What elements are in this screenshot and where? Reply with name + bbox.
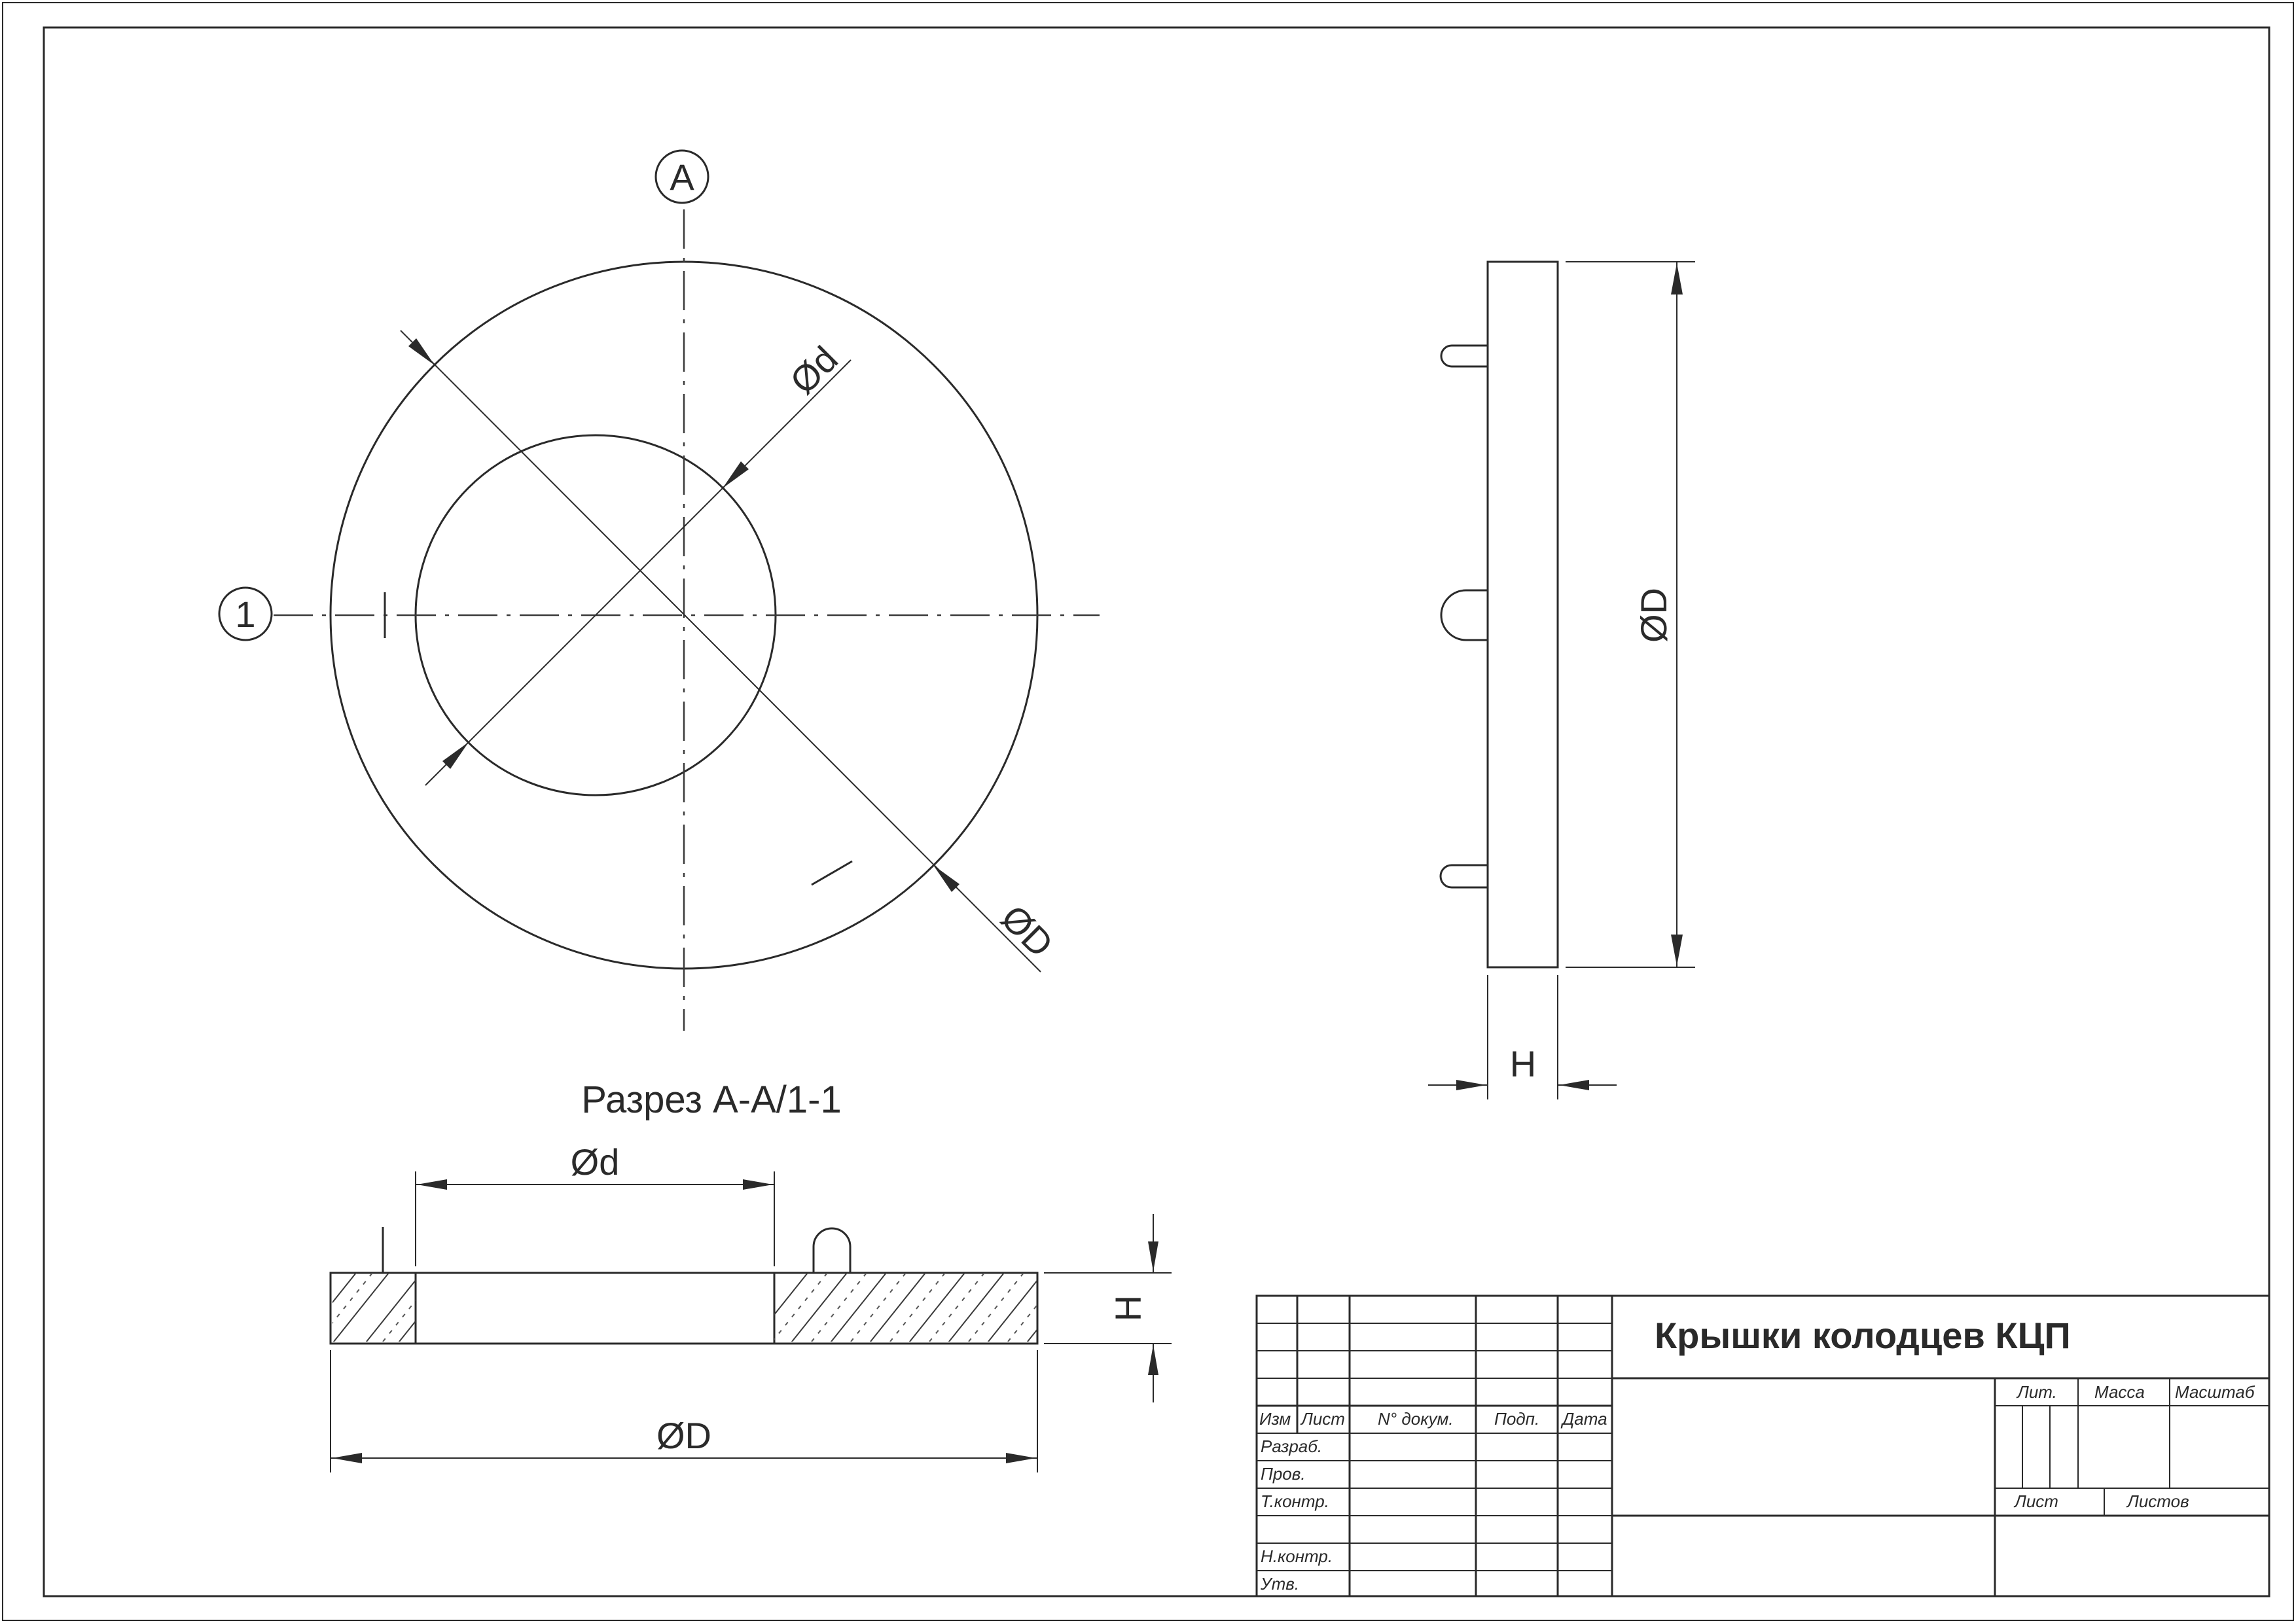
marker-1-circle bbox=[218, 586, 273, 641]
dim-height-label: H bbox=[1510, 1043, 1536, 1084]
dim-outer-arrow-bottom bbox=[933, 865, 960, 892]
plan-view: A 1 ØD Ød bbox=[218, 149, 1100, 1031]
dim-outer-line bbox=[400, 330, 1041, 972]
row-nkontr: Н.контр. bbox=[1261, 1546, 1333, 1566]
dim-inner-arrow-top bbox=[723, 461, 749, 488]
dim-outer-label: ØD bbox=[656, 1415, 711, 1456]
label-masshtab: Масштаб bbox=[2175, 1382, 2255, 1402]
dim-height-arrow-bottom bbox=[1148, 1345, 1158, 1375]
title-block: Крышки колодцев КЦП Изм Лист N° докум. П… bbox=[1255, 1294, 2270, 1597]
side-lug-top bbox=[1440, 344, 1488, 368]
dim-inner-arrow-left bbox=[417, 1179, 447, 1190]
col-izm: Изм bbox=[1259, 1409, 1291, 1429]
label-listov: Листов bbox=[2126, 1491, 2189, 1511]
hatch-left bbox=[332, 1273, 416, 1342]
dim-outer-arrow-left bbox=[332, 1453, 362, 1463]
col-sign: Подп. bbox=[1494, 1409, 1539, 1429]
dim-inner-label: Ød bbox=[571, 1141, 620, 1183]
side-lug-bottom bbox=[1439, 864, 1488, 889]
dim-inner-arrow-right bbox=[743, 1179, 773, 1190]
dim-height-arrow-right bbox=[1559, 1080, 1589, 1090]
section-tick-2 bbox=[811, 860, 853, 886]
title-block-frame bbox=[1255, 1294, 2270, 1597]
label-list: Лист bbox=[2013, 1491, 2058, 1511]
marker-a-label: A bbox=[670, 156, 694, 198]
section-caption: Разрез А-А/1-1 bbox=[581, 1079, 842, 1121]
dim-inner-line bbox=[425, 359, 852, 786]
label-lit: Лит. bbox=[2016, 1382, 2057, 1402]
row-utv: Утв. bbox=[1260, 1574, 1299, 1594]
dim-diameter-arrow-top bbox=[1671, 263, 1683, 294]
col-list: Лист bbox=[1300, 1409, 1345, 1429]
row-prov: Пров. bbox=[1261, 1464, 1306, 1484]
section-lug bbox=[812, 1227, 852, 1273]
side-body bbox=[1486, 260, 1559, 969]
col-doc-number: N° докум. bbox=[1378, 1409, 1454, 1429]
section-body bbox=[329, 1272, 1039, 1345]
dim-height-label: H bbox=[1107, 1295, 1149, 1321]
dim-inner-arrow-bottom bbox=[442, 742, 469, 769]
section-view: Разрез А-А/1-1 bbox=[329, 1079, 1172, 1472]
side-view: ØD H bbox=[1428, 260, 1695, 1099]
dim-diameter-label: ØD bbox=[1633, 588, 1674, 643]
dim-diameter-arrow-bottom bbox=[1671, 935, 1683, 966]
row-razrab: Разраб. bbox=[1261, 1436, 1322, 1456]
dim-height-arrow-top bbox=[1148, 1241, 1158, 1272]
marker-a-circle bbox=[655, 149, 709, 204]
side-lug-middle bbox=[1440, 589, 1488, 641]
hatch-right bbox=[774, 1273, 1037, 1342]
marker-1-label: 1 bbox=[235, 594, 255, 635]
drawing-title: Крышки колодцев КЦП bbox=[1655, 1315, 2071, 1356]
dim-outer-arrow-top bbox=[408, 338, 435, 365]
dim-height-arrow-left bbox=[1456, 1080, 1486, 1090]
dim-inner-label: Ød bbox=[782, 338, 846, 402]
drawing-frame bbox=[43, 26, 2270, 1597]
col-date: Дата bbox=[1560, 1409, 1607, 1429]
label-massa: Масса bbox=[2094, 1382, 2145, 1402]
row-tkontr: Т.контр. bbox=[1261, 1491, 1329, 1511]
dim-outer-label: ØD bbox=[994, 897, 1062, 965]
dim-outer-arrow-right bbox=[1006, 1453, 1036, 1463]
